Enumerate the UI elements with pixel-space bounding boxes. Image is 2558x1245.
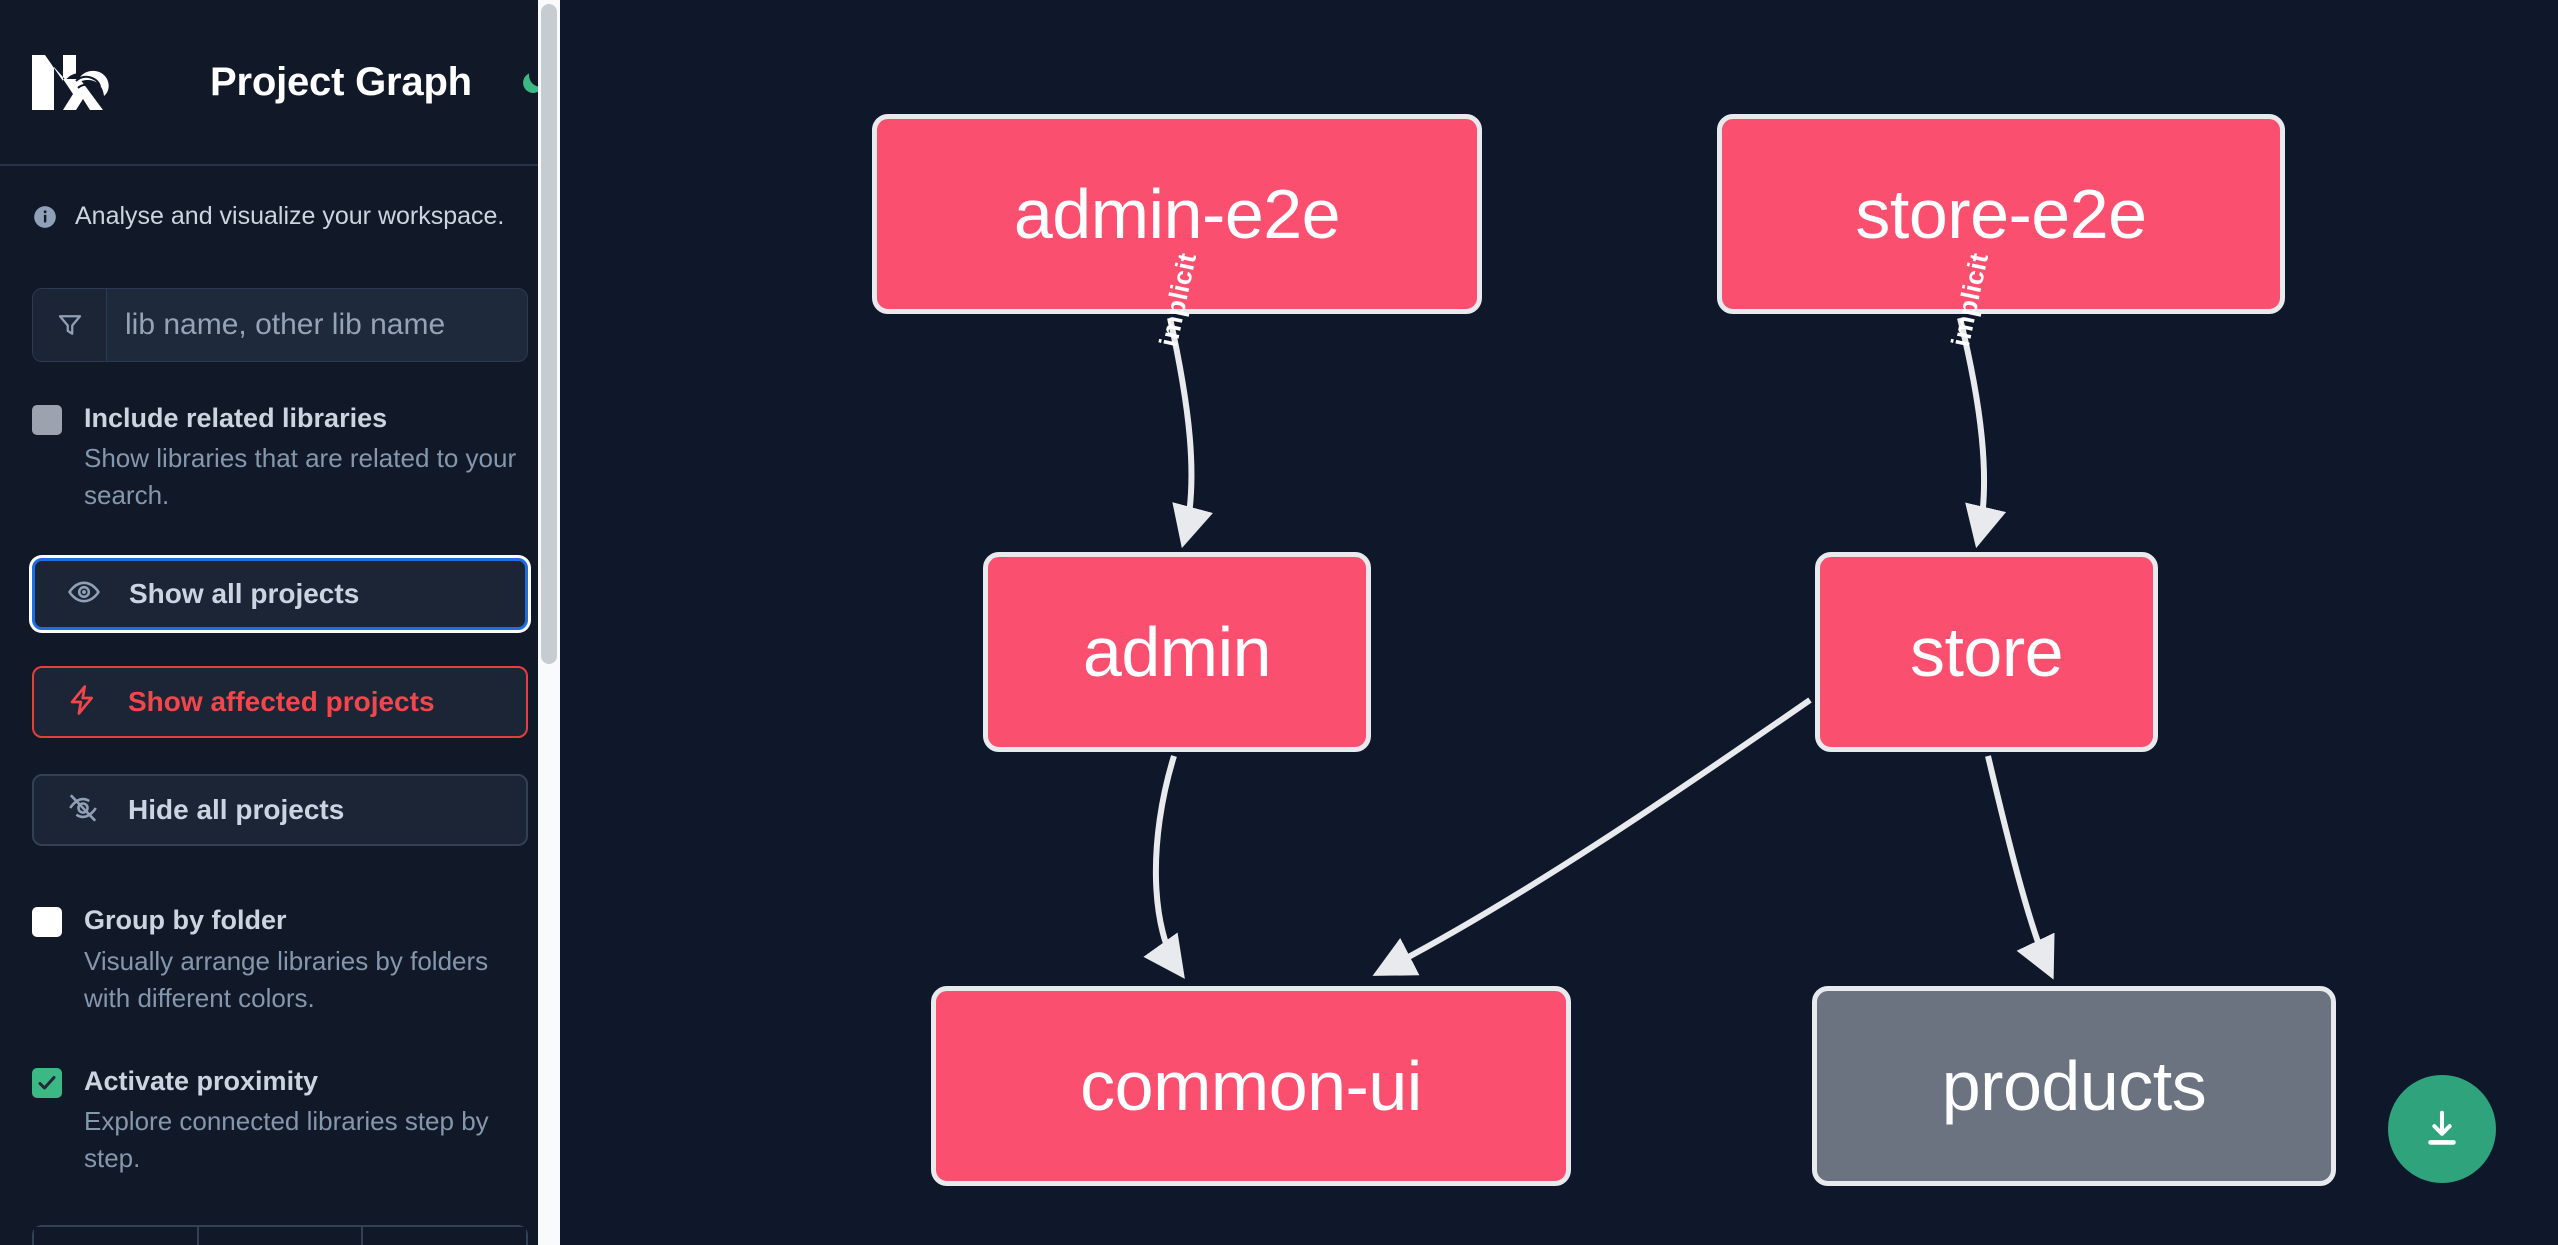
segment-two[interactable]: [198, 1224, 364, 1245]
checkbox-activate-proximity[interactable]: Activate proximity Explore connected lib…: [32, 1063, 528, 1177]
segment-three[interactable]: [363, 1224, 528, 1245]
download-icon: [2428, 1110, 2456, 1145]
sidebar-header: Project Graph: [0, 0, 560, 166]
tagline-text: Analyse and visualize your workspace.: [75, 202, 505, 230]
tagline: Analyse and visualize your workspace.: [32, 202, 528, 231]
page-title: Project Graph: [210, 59, 472, 104]
show-all-projects-button[interactable]: Show all projects: [32, 558, 528, 631]
show-all-projects-label: Show all projects: [129, 578, 360, 610]
hide-all-projects-button[interactable]: Hide all projects: [32, 774, 528, 847]
checkbox-description: Explore connected libraries step by step…: [84, 1105, 489, 1173]
checkbox-label: Activate proximity: [84, 1065, 319, 1096]
check-icon: [38, 1075, 56, 1089]
checkbox-description: Show libraries that are related to your …: [84, 443, 517, 511]
graph-node-common-ui[interactable]: common-ui: [931, 986, 1571, 1186]
hide-all-projects-label: Hide all projects: [128, 794, 345, 826]
filter-funnel-icon: [33, 289, 107, 361]
graph-node-store[interactable]: store: [1815, 552, 2158, 752]
eye-icon: [67, 575, 101, 614]
edge-admin-e2e-to-admin: [1167, 317, 1213, 549]
download-image-button[interactable]: [2388, 1075, 2496, 1183]
checkbox-description: Visually arrange libraries by folders wi…: [84, 945, 489, 1013]
search-box[interactable]: [32, 288, 528, 362]
graph-node-admin[interactable]: admin: [983, 552, 1371, 752]
graph-edges: [1143, 317, 2055, 980]
show-affected-projects-button[interactable]: Show affected projects: [32, 666, 528, 739]
checkbox-box[interactable]: [32, 907, 62, 938]
sidebar-body: Analyse and visualize your workspace. In…: [0, 202, 560, 1245]
lightning-bolt-icon: [66, 683, 100, 722]
eye-off-icon: [66, 791, 100, 830]
info-icon: [32, 204, 58, 230]
checkbox-box[interactable]: [32, 405, 62, 435]
checkbox-box[interactable]: [32, 1067, 62, 1098]
graph-node-label: store: [1909, 613, 2064, 691]
sidebar: Project Graph Analyse and visualize your…: [0, 0, 560, 1245]
graph-node-label: admin: [1082, 613, 1272, 691]
nx-logo-icon: [30, 51, 126, 113]
graph-node-label: admin-e2e: [1013, 175, 1341, 253]
search-input[interactable]: [107, 308, 527, 342]
segmented-control[interactable]: [32, 1224, 528, 1245]
graph-node-label: products: [1941, 1047, 2207, 1125]
checkbox-label: Include related libraries: [84, 403, 388, 433]
graph-node-products[interactable]: products: [1812, 986, 2336, 1186]
edge-admin-to-common-ui: [1143, 755, 1185, 979]
checkbox-label: Group by folder: [84, 905, 287, 936]
show-affected-projects-label: Show affected projects: [128, 686, 435, 718]
segment-one[interactable]: [32, 1224, 199, 1245]
sidebar-scrollbar[interactable]: [538, 0, 560, 1245]
graph-node-label: common-ui: [1080, 1047, 1422, 1125]
graph-node-admin-e2e[interactable]: admin-e2e: [872, 114, 1482, 314]
edge-store-to-products: [1985, 755, 2055, 980]
graph-node-store-e2e[interactable]: store-e2e: [1717, 114, 2285, 314]
graph-node-label: store-e2e: [1855, 175, 2147, 253]
moon-icon[interactable]: [514, 62, 554, 102]
edge-store-e2e-to-store: [1957, 317, 2007, 549]
checkbox-include-related-libraries[interactable]: Include related libraries Show libraries…: [32, 400, 528, 514]
edge-store-to-common-ui: [1372, 697, 1812, 976]
checkbox-group-by-folder[interactable]: Group by folder Visually arrange librari…: [32, 902, 528, 1016]
project-graph-canvas[interactable]: admin-e2e store-e2e admin store common-u…: [560, 0, 2558, 1245]
sidebar-scrollbar-thumb[interactable]: [541, 4, 557, 664]
